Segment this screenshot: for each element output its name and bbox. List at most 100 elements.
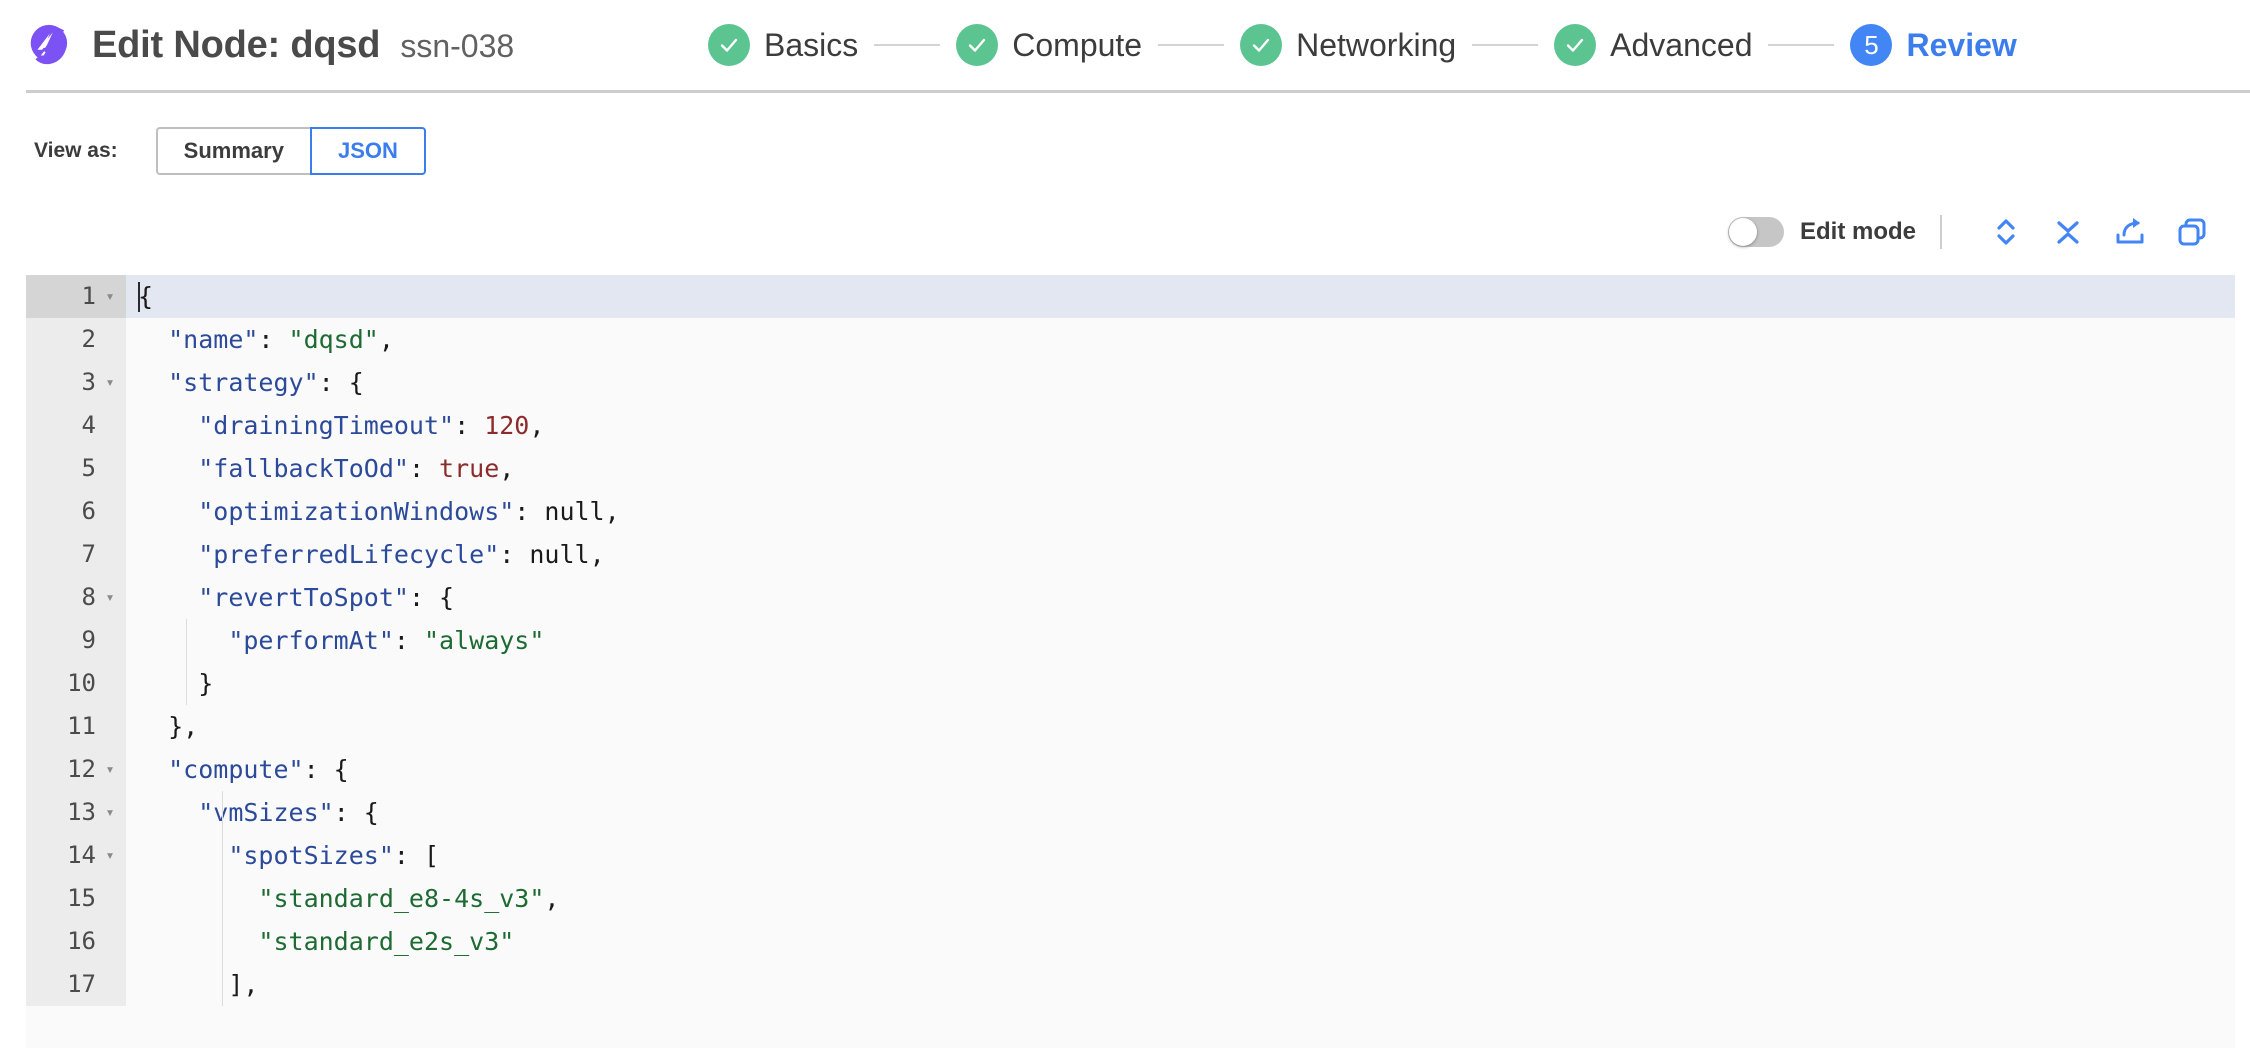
code-line-text: "name": "dqsd",	[126, 318, 2235, 361]
indent-guide	[186, 619, 187, 705]
code-line-text: "revertToSpot": {	[126, 576, 2235, 619]
code-line[interactable]: 15 "standard_e8-4s_v3",	[26, 877, 2235, 920]
step-number: 5	[1864, 30, 1879, 60]
step-connector	[1158, 44, 1225, 46]
line-number: 17	[67, 970, 96, 998]
code-line[interactable]: 2 "name": "dqsd",	[26, 318, 2235, 361]
view-as-segmented-control[interactable]: Summary JSON	[155, 127, 426, 175]
line-number-gutter: 13 ▾	[26, 791, 126, 834]
line-number: 1	[81, 282, 96, 310]
code-line-text: "performAt": "always"	[126, 619, 2235, 662]
fold-toggle-icon[interactable]: ▾	[105, 373, 115, 391]
json-token-punc: : {	[303, 755, 349, 784]
code-line[interactable]: 13▾ "vmSizes": {	[26, 791, 2235, 834]
header-divider	[26, 90, 2250, 93]
json-token-punc: {	[138, 282, 154, 311]
copy-icon[interactable]	[2170, 211, 2214, 253]
step-label-review: Review	[1906, 26, 2017, 63]
json-token-punc: :	[393, 626, 424, 655]
code-line[interactable]: 1▾{	[26, 275, 2235, 318]
code-line[interactable]: 10 }	[26, 662, 2235, 705]
edit-mode-toggle[interactable]	[1727, 217, 1784, 247]
json-token-str: "dqsd"	[288, 325, 379, 354]
code-line[interactable]: 14▾ "spotSizes": [	[26, 834, 2235, 877]
title-block: Edit Node: dqsd ssn-038	[92, 24, 514, 67]
page-header: Edit Node: dqsd ssn-038 Basics Compute N…	[0, 0, 2250, 90]
code-line-text: "compute": {	[126, 748, 2235, 791]
json-code-editor[interactable]: 1▾{2 "name": "dqsd",3▾ "strategy": {4 "d…	[26, 275, 2235, 1048]
line-number: 8	[81, 583, 96, 611]
step-connector	[874, 44, 941, 46]
toolbar-divider	[1940, 215, 1942, 249]
fold-toggle-icon[interactable]: ▾	[105, 846, 115, 864]
step-basics[interactable]: Basics	[708, 24, 858, 66]
code-line[interactable]: 7 "preferredLifecycle": null,	[26, 533, 2235, 576]
line-number-gutter: 5	[26, 447, 126, 490]
step-label-basics: Basics	[764, 26, 859, 63]
view-as-summary-button[interactable]: Summary	[155, 127, 310, 175]
fold-toggle-icon[interactable]: ▾	[105, 588, 115, 606]
line-number: 13	[67, 798, 96, 826]
code-line[interactable]: 11 },	[26, 705, 2235, 748]
step-review[interactable]: 5 Review	[1850, 24, 2017, 66]
code-line[interactable]: 3▾ "strategy": {	[26, 361, 2235, 404]
fold-toggle-icon[interactable]: ▾	[105, 803, 115, 821]
code-line-text: "fallbackToOd": true,	[126, 447, 2235, 490]
indent	[138, 447, 198, 490]
indent	[138, 662, 198, 705]
code-line[interactable]: 9 "performAt": "always"	[26, 619, 2235, 662]
json-token-key: "revertToSpot"	[198, 583, 409, 612]
step-check-icon	[1554, 24, 1597, 66]
export-icon[interactable]	[2108, 211, 2152, 253]
collapse-all-icon[interactable]	[2046, 211, 2090, 253]
line-number-gutter: 3▾	[26, 361, 126, 404]
json-token-punc: :	[499, 540, 530, 569]
code-line-text: "drainingTimeout": 120,	[126, 404, 2235, 447]
json-token-key: "fallbackToOd"	[198, 454, 409, 483]
json-token-punc: :	[454, 411, 485, 440]
line-number-gutter: 17	[26, 963, 126, 1006]
code-line[interactable]: 17 ],	[26, 963, 2235, 1006]
editor-toolbar: Edit mode	[0, 175, 2250, 253]
line-number-gutter: 2	[26, 318, 126, 361]
json-token-punc: ,	[378, 325, 394, 354]
step-compute[interactable]: Compute	[956, 24, 1142, 66]
wizard-stepper: Basics Compute Networking Advanced	[700, 0, 2017, 90]
code-line[interactable]: 5 "fallbackToOd": true,	[26, 447, 2235, 490]
json-token-punc: :	[514, 497, 545, 526]
code-line[interactable]: 4 "drainingTimeout": 120,	[26, 404, 2235, 447]
view-as-label: View as:	[34, 139, 118, 162]
code-line-text: "preferredLifecycle": null,	[126, 533, 2235, 576]
indent	[138, 834, 228, 877]
line-number-gutter: 6	[26, 490, 126, 533]
line-number-gutter: 7	[26, 533, 126, 576]
code-line[interactable]: 8 ▾ "revertToSpot": {	[26, 576, 2235, 619]
expand-all-icon[interactable]	[1984, 211, 2028, 253]
step-label-compute: Compute	[1012, 26, 1143, 63]
json-token-key: "optimizationWindows"	[198, 497, 515, 526]
json-token-num: 120	[484, 411, 530, 440]
line-number: 10	[67, 669, 96, 697]
code-line-text: }	[126, 662, 2235, 705]
code-line[interactable]: 6 "optimizationWindows": null,	[26, 490, 2235, 533]
code-line-text: {	[126, 275, 2235, 318]
code-line[interactable]: 12▾ "compute": {	[26, 748, 2235, 791]
page-subtitle-node-id: ssn-038	[400, 27, 515, 64]
edit-mode-label: Edit mode	[1799, 218, 1916, 245]
step-networking[interactable]: Networking	[1240, 24, 1456, 66]
json-token-key: "name"	[168, 325, 259, 354]
view-as-json-button[interactable]: JSON	[309, 127, 426, 175]
indent-guide	[222, 791, 223, 1006]
json-token-key: "performAt"	[228, 626, 394, 655]
fold-toggle-icon[interactable]: ▾	[105, 760, 115, 778]
indent	[138, 748, 168, 791]
code-line[interactable]: 16 "standard_e2s_v3"	[26, 920, 2235, 963]
indent	[138, 404, 198, 447]
step-advanced[interactable]: Advanced	[1554, 24, 1752, 66]
fold-toggle-icon[interactable]: ▾	[105, 287, 115, 305]
code-line-text: },	[126, 705, 2235, 748]
indent	[138, 920, 258, 963]
code-line-text: ],	[126, 963, 2235, 1006]
step-number-badge: 5	[1850, 24, 1893, 66]
line-number-gutter: 1▾	[26, 275, 126, 318]
